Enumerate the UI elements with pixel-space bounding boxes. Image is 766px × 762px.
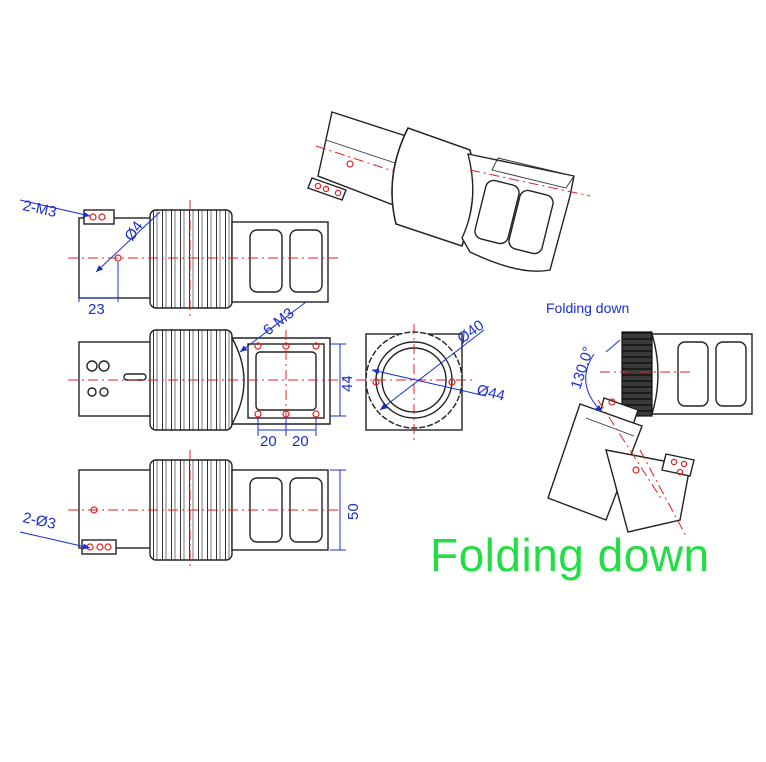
folded-view <box>547 331 753 537</box>
label-spacing-20a: 20 <box>260 433 277 450</box>
label-bottom-holes: 2-Ø3 <box>21 509 57 533</box>
folding-down-caption: Folding down <box>430 529 710 581</box>
front-view <box>68 301 350 436</box>
isometric-view <box>307 111 591 272</box>
label-top-holes: 2-M3 <box>21 197 58 221</box>
label-height-50: 50 <box>345 503 362 520</box>
side-view-top <box>19 199 340 316</box>
label-angle: 130.0° <box>568 345 598 392</box>
bottom-view <box>19 450 346 570</box>
label-folding-small: Folding down <box>546 300 629 316</box>
label-spacing-20b: 20 <box>292 433 309 450</box>
label-face-holes: 6-M3 <box>260 305 297 339</box>
label-height-44: 44 <box>339 375 356 392</box>
label-width-23: 23 <box>88 301 105 318</box>
end-view <box>356 324 487 440</box>
label-diameter-44: Ø44 <box>475 381 507 404</box>
